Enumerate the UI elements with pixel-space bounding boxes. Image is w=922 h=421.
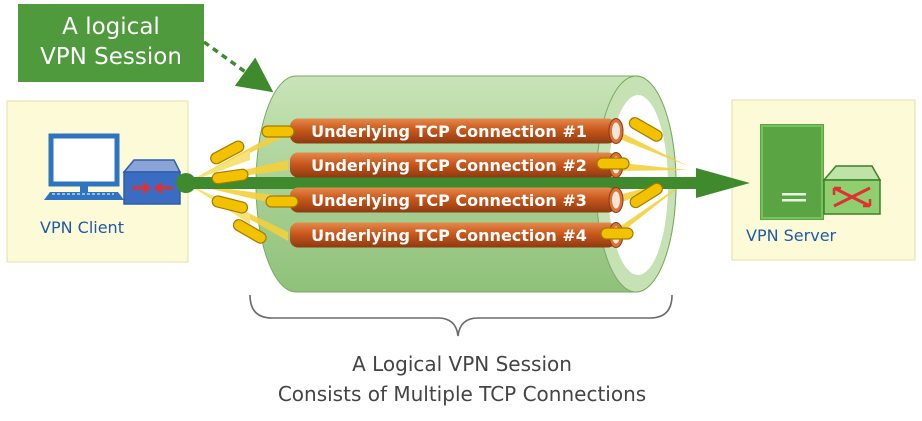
vpn-client-label: VPN Client — [40, 218, 124, 237]
packet — [211, 195, 249, 214]
caption-line-1: A Logical VPN Session — [352, 352, 572, 376]
callout-line-1: A logical — [62, 14, 160, 40]
tcp-connection-pipe-1: Underlying TCP Connection #1 — [290, 118, 624, 144]
tcp-connection-label-3: Underlying TCP Connection #3 — [311, 191, 587, 210]
caption-line-2: Consists of Multiple TCP Connections — [278, 382, 646, 406]
packet — [232, 219, 267, 244]
vpn-server-device-icon — [822, 165, 882, 215]
tcp-connection-label-1: Underlying TCP Connection #1 — [311, 122, 587, 141]
packet — [596, 157, 630, 170]
packet — [600, 227, 634, 240]
packet — [265, 195, 299, 208]
callout-box: A logical VPN Session — [18, 4, 204, 82]
vpn-server-label: VPN Server — [746, 226, 837, 245]
packet — [629, 182, 663, 209]
packet — [210, 140, 245, 165]
session-brace — [249, 294, 673, 337]
session-arrow — [176, 168, 750, 198]
callout-line-2: VPN Session — [40, 44, 182, 70]
server-tower-icon — [760, 124, 824, 220]
tcp-connection-pipe-3: Underlying TCP Connection #3 — [290, 187, 624, 213]
computer-icon — [44, 133, 124, 200]
tcp-connection-pipe-4: Underlying TCP Connection #4 — [290, 222, 624, 248]
client-panel: VPN Client — [6, 100, 189, 263]
server-panel: VPN Server — [731, 99, 916, 261]
tcp-connection-label-2: Underlying TCP Connection #2 — [311, 156, 587, 175]
packet — [211, 168, 249, 185]
packet — [261, 125, 295, 138]
tcp-connection-pipe-2: Underlying TCP Connection #2 — [290, 152, 624, 178]
tcp-connection-label-4: Underlying TCP Connection #4 — [311, 226, 587, 245]
callout-pointer-arrow — [202, 40, 274, 93]
packets — [210, 117, 663, 244]
vpn-client-device-icon — [122, 159, 182, 205]
packet — [628, 117, 663, 142]
tcp-connections: Underlying TCP Connection #1 Underlying T… — [290, 118, 624, 248]
